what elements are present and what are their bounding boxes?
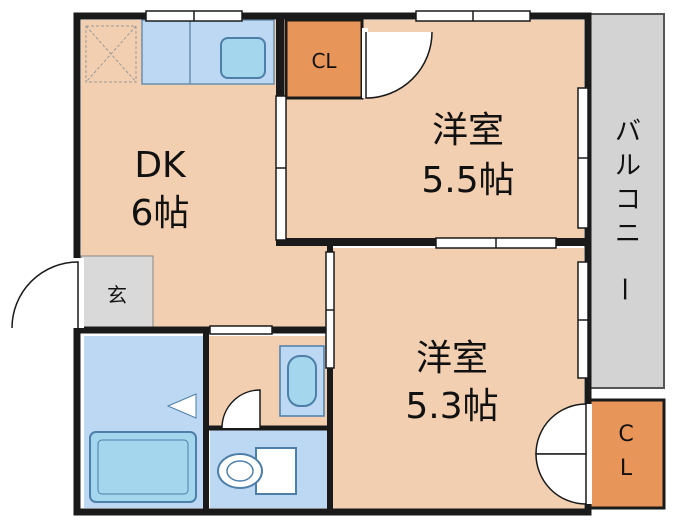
western-room-bottom-name-label: 洋室 — [416, 338, 488, 379]
sink-stove-icon — [220, 37, 266, 79]
closet-bottom — [586, 398, 666, 510]
toilet-door[interactable] — [221, 389, 261, 429]
refrigerator-space — [85, 25, 137, 83]
balcony-label: バルコニー — [608, 117, 641, 302]
balcony-label-char: バ — [615, 117, 641, 147]
closet-bottom-label-l: L — [620, 456, 633, 481]
closet-top-label: CL — [311, 49, 337, 73]
dk-name-label: DK — [134, 145, 187, 186]
entrance-door[interactable] — [11, 258, 84, 329]
balcony-label-char: コ — [615, 185, 641, 215]
windows — [145, 10, 589, 379]
entrance-label: 玄 — [107, 283, 127, 307]
balcony-label-char: ー — [608, 276, 638, 302]
bathtub-icon — [89, 431, 197, 503]
toilet-icon — [217, 447, 297, 495]
western-room-top-size-label: 5.5帖 — [421, 160, 514, 201]
washbasin-icon — [279, 345, 325, 417]
closet-bottom-label-c: C — [618, 422, 633, 447]
closet-top — [284, 18, 364, 100]
room-door-top[interactable] — [362, 28, 433, 99]
entrance-area — [80, 255, 154, 329]
closet-door-bottom[interactable] — [535, 403, 592, 505]
balcony-area — [587, 13, 665, 389]
dk-size-label: 6帖 — [131, 193, 190, 234]
balcony-label-char: ル — [615, 151, 641, 181]
balcony-label-char: ニ — [615, 219, 641, 249]
western-room-top-name-label: 洋室 — [432, 110, 504, 151]
western-room-bottom-size-label: 5.3帖 — [405, 386, 498, 427]
